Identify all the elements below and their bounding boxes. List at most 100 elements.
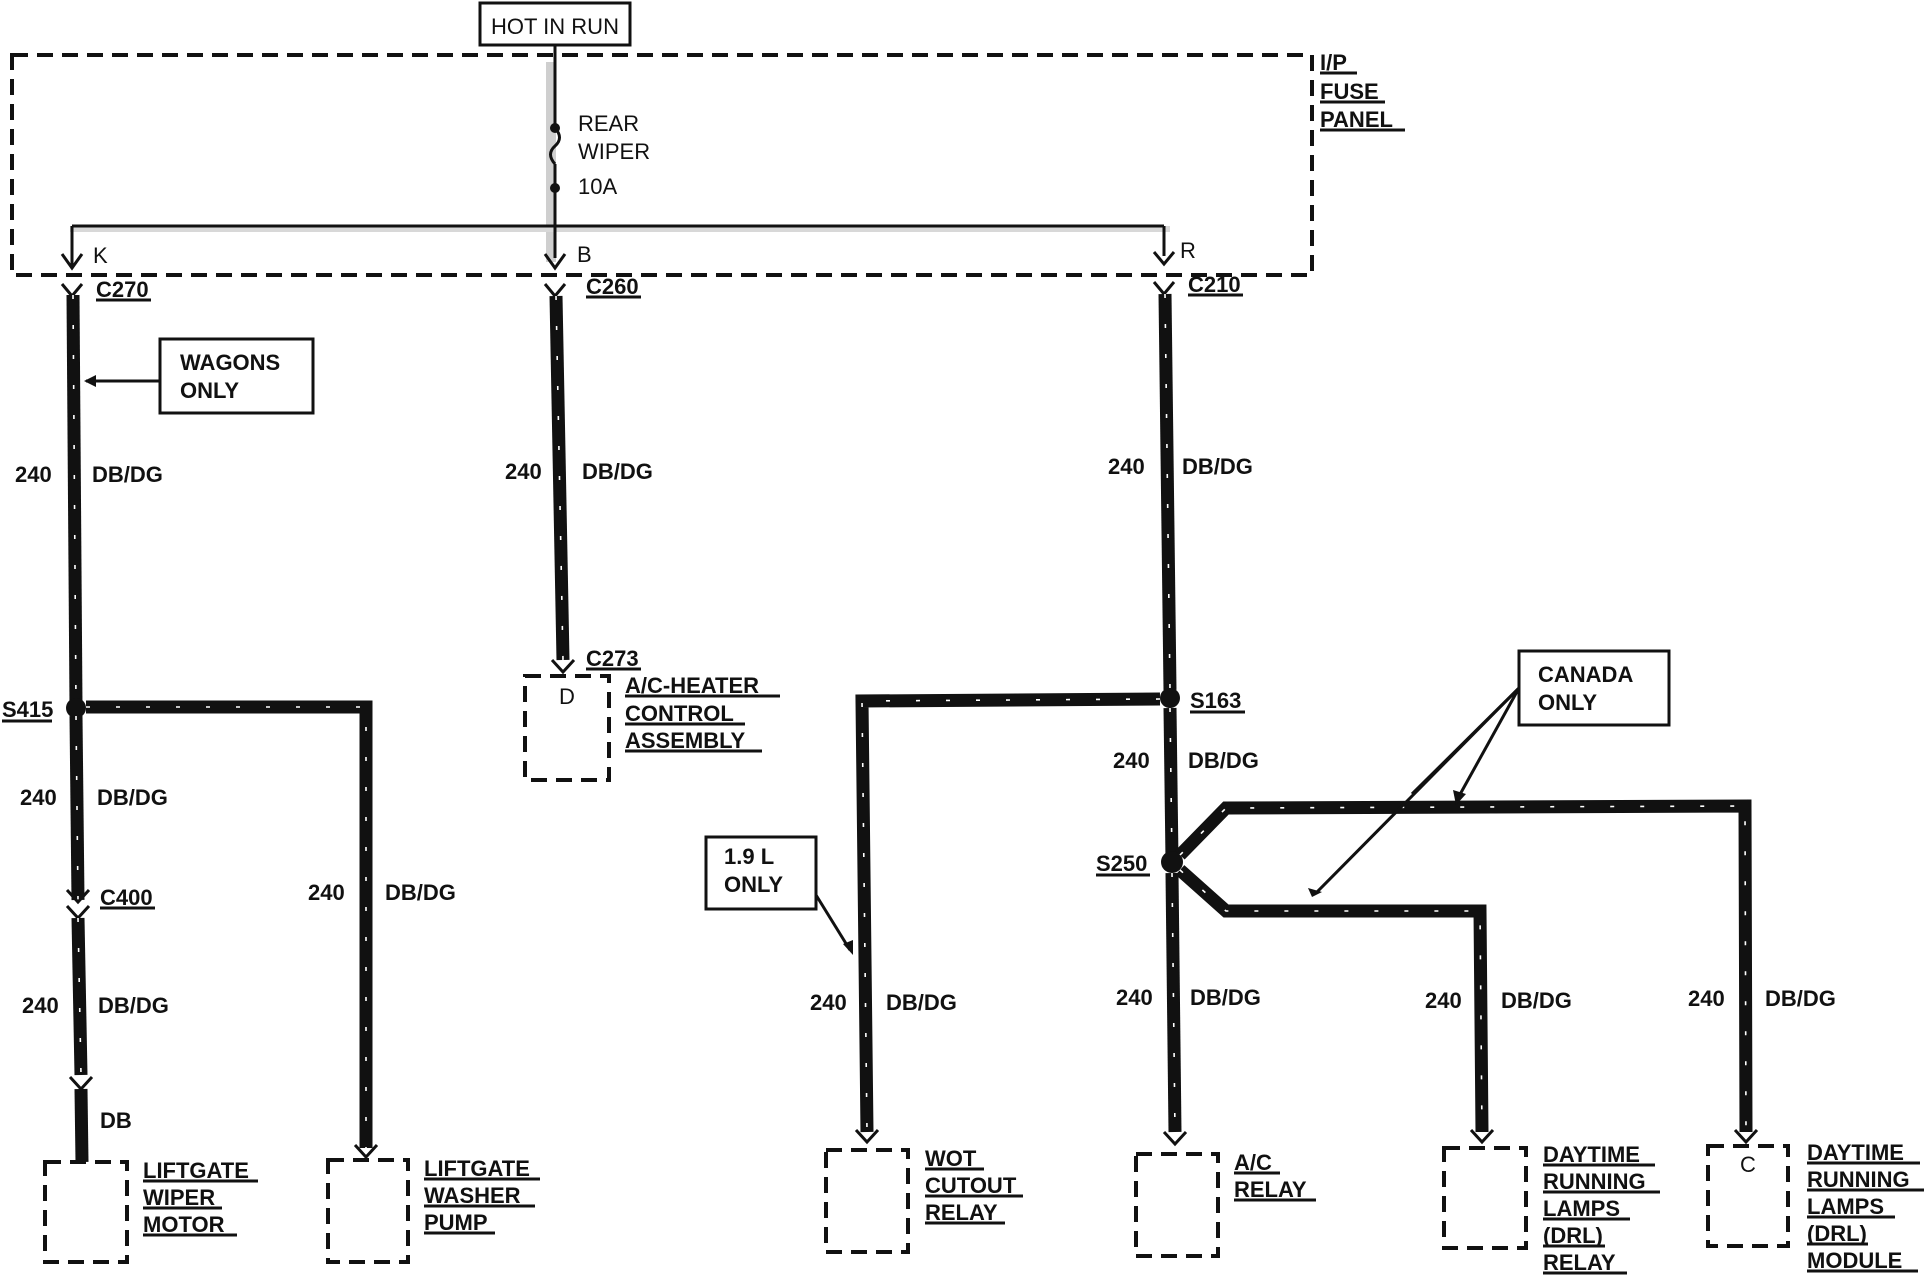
- fuse-name-1: REAR: [578, 111, 639, 136]
- circuit-label-washer: 240: [308, 880, 345, 905]
- drl-relay-1: DAYTIME: [1543, 1142, 1640, 1167]
- c270-connector: [60, 283, 84, 299]
- liftgate-washer-1: LIFTGATE: [424, 1156, 530, 1181]
- ac-relay-connector: [1162, 1130, 1188, 1147]
- pin-b-label: B: [577, 242, 592, 267]
- hot-in-run-label: HOT IN RUN: [491, 14, 619, 39]
- pin-b-arrow: [543, 253, 567, 271]
- s415-splice: [66, 698, 86, 718]
- liftgate-wiper-1: LIFTGATE: [143, 1158, 249, 1183]
- wire-db: [74, 1088, 89, 1163]
- drl-module-1: DAYTIME: [1807, 1140, 1904, 1165]
- c400-connector-bottom: [65, 904, 91, 921]
- db-label: DB: [100, 1108, 132, 1133]
- c273-label: C273: [586, 646, 639, 671]
- ac-heater-3: ASSEMBLY: [625, 728, 746, 753]
- wire-c270-s415: [66, 294, 83, 707]
- drl-relay-box: [1442, 1146, 1528, 1250]
- color-label-washer: DB/DG: [385, 880, 456, 905]
- drl-relay-4: (DRL): [1543, 1223, 1603, 1248]
- c400-label: C400: [100, 885, 153, 910]
- color-label-wot: DB/DG: [886, 990, 957, 1015]
- circuit-label-s415: 240: [20, 785, 57, 810]
- fuse-panel-shade: [546, 62, 556, 262]
- drl-relay-3: LAMPS: [1543, 1196, 1620, 1221]
- drl-module-box: [1706, 1144, 1790, 1248]
- drl-relay-2: RUNNING: [1543, 1169, 1646, 1194]
- c210-label: C210: [1188, 272, 1241, 297]
- color-label-drl-module: DB/DG: [1765, 986, 1836, 1011]
- drl-module-2: RUNNING: [1807, 1167, 1910, 1192]
- wot-3: RELAY: [925, 1200, 998, 1225]
- panel-label: PANEL: [1320, 107, 1393, 132]
- color-label-drl-relay: DB/DG: [1501, 988, 1572, 1013]
- drl-relay-5: RELAY: [1543, 1250, 1616, 1275]
- drl-module-4: (DRL): [1807, 1221, 1867, 1246]
- wagons-only-box: [158, 337, 315, 415]
- ip-label: I/P: [1320, 50, 1347, 75]
- c400-connector-top: [65, 888, 91, 905]
- ac-relay-2: RELAY: [1234, 1177, 1307, 1202]
- color-label-c210: DB/DG: [1182, 454, 1253, 479]
- busbar-shade: [70, 226, 1170, 232]
- wire-s163-wot: [855, 692, 1161, 1133]
- pin-r-label: R: [1180, 238, 1196, 263]
- canada-only-2: ONLY: [1538, 690, 1597, 715]
- ac-relay-1: A/C: [1234, 1150, 1272, 1175]
- l19-only-pointer: [814, 894, 852, 951]
- wot-2: CUTOUT: [925, 1173, 1017, 1198]
- ac-heater-2: CONTROL: [625, 701, 734, 726]
- ac-relay-box: [1134, 1152, 1220, 1258]
- liftgate-wiper-3: MOTOR: [143, 1212, 225, 1237]
- liftgate-washer-3: PUMP: [424, 1210, 488, 1235]
- s163-splice: [1160, 688, 1180, 708]
- wot-cutout-relay-box: [824, 1148, 910, 1254]
- pin-c-label: C: [1740, 1152, 1756, 1177]
- color-label-s415: DB/DG: [97, 785, 168, 810]
- color-label-s163: DB/DG: [1188, 748, 1259, 773]
- ac-heater-1: A/C-HEATER: [625, 673, 759, 698]
- fuse-rating: 10A: [578, 174, 617, 199]
- l19-only-box: [704, 835, 818, 911]
- circuit-label-wot: 240: [810, 990, 847, 1015]
- circuit-label-drl-relay: 240: [1425, 988, 1462, 1013]
- hot-in-run-box: [478, 1, 632, 47]
- wire-s163-s250: [1163, 707, 1179, 861]
- circuit-label-drl-module: 240: [1688, 986, 1725, 1011]
- l19-only-2: ONLY: [724, 872, 783, 897]
- drl-module-connector: [1733, 1128, 1759, 1145]
- circuit-label-s250: 240: [1116, 985, 1153, 1010]
- wagons-only-1: WAGONS: [180, 350, 280, 375]
- fuse-panel-outline: [10, 53, 1314, 277]
- c260-label: C260: [586, 274, 639, 299]
- circuit-label-c400: 240: [22, 993, 59, 1018]
- liftgate-washer-pump-box: [326, 1158, 410, 1264]
- color-label-c270: DB/DG: [92, 462, 163, 487]
- liftgate-wiper-motor-box: [43, 1160, 129, 1264]
- fuse-label: FUSE: [1320, 79, 1379, 104]
- wot-connector: [854, 1128, 880, 1145]
- c260-connector: [543, 283, 567, 299]
- wot-1: WOT: [925, 1146, 977, 1171]
- drl-module-3: LAMPS: [1807, 1194, 1884, 1219]
- ac-heater-control-box: [523, 674, 611, 782]
- pin-r-arrow: [1152, 251, 1176, 267]
- circuit-label-c210: 240: [1108, 454, 1145, 479]
- liftgate-washer-2: WASHER: [424, 1183, 521, 1208]
- wire-c210-s163: [1158, 293, 1177, 691]
- s163-label: S163: [1190, 688, 1241, 713]
- pin-k-label: K: [93, 243, 108, 268]
- wire-s415-washer: [86, 700, 373, 1148]
- fuse-name-2: WIPER: [578, 139, 650, 164]
- wire-s250-ac-relay: [1165, 872, 1182, 1133]
- drl-relay-connector: [1469, 1128, 1495, 1145]
- pin-k-arrow: [60, 253, 84, 271]
- c210-connector: [1152, 281, 1176, 297]
- circuit-label-c270: 240: [15, 462, 52, 487]
- circuit-label-c260: 240: [505, 459, 542, 484]
- c273-connector: [550, 658, 576, 675]
- canada-only-pointer-2: [1456, 687, 1521, 799]
- pin-d-label: D: [559, 684, 575, 709]
- canada-only-pointer-3: [1314, 686, 1521, 895]
